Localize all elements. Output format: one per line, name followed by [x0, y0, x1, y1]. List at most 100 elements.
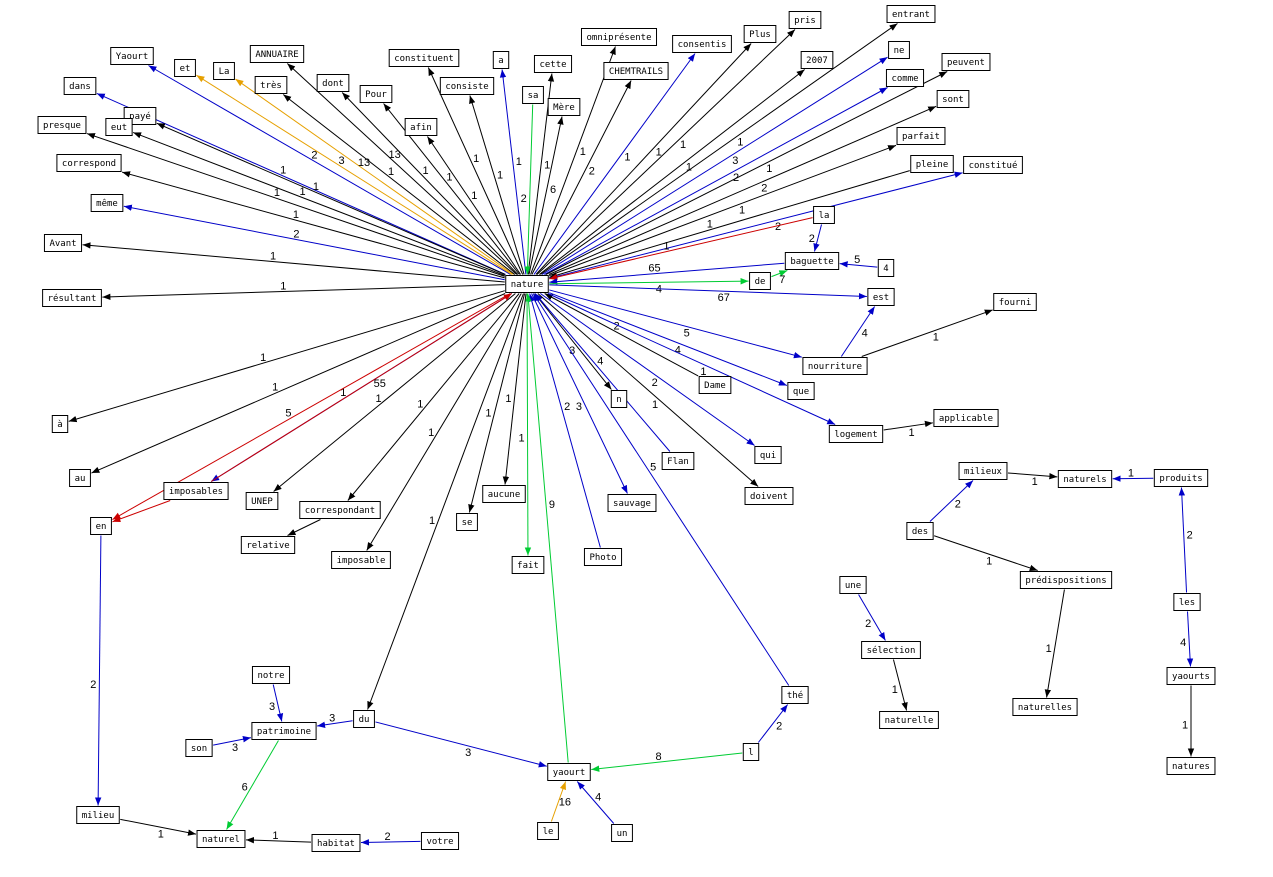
- node-dame[interactable]: Dame: [698, 376, 732, 394]
- node-sauvage[interactable]: sauvage: [607, 494, 657, 512]
- node-y2007[interactable]: 2007: [800, 51, 834, 69]
- node-baguette[interactable]: baguette: [784, 252, 840, 270]
- edge-milieux-to-naturels: [1007, 472, 1058, 480]
- node-the[interactable]: thé: [781, 686, 809, 704]
- node-resultant[interactable]: résultant: [42, 289, 102, 307]
- node-consentis[interactable]: consentis: [672, 35, 732, 53]
- node-flan[interactable]: Flan: [661, 452, 695, 470]
- node-naturelles[interactable]: naturelles: [1012, 698, 1078, 716]
- node-qui[interactable]: qui: [754, 446, 782, 464]
- node-omnipresente[interactable]: omniprésente: [580, 28, 658, 46]
- node-se[interactable]: se: [456, 513, 478, 531]
- node-box: [885, 69, 925, 87]
- node-cette[interactable]: cette: [533, 55, 573, 73]
- node-imposable[interactable]: imposable: [331, 551, 391, 569]
- node-yaourt_cap[interactable]: Yaourt: [110, 47, 154, 65]
- node-logement[interactable]: logement: [828, 425, 884, 443]
- node-entrant[interactable]: entrant: [886, 5, 936, 23]
- node-des[interactable]: des: [906, 522, 934, 540]
- node-plus[interactable]: Plus: [743, 25, 777, 43]
- node-doivent[interactable]: doivent: [744, 487, 794, 505]
- edge-nature-to-constitue: [549, 171, 963, 279]
- node-aucune[interactable]: aucune: [482, 485, 526, 503]
- node-sa[interactable]: sa: [522, 86, 544, 104]
- node-une[interactable]: une: [839, 576, 867, 594]
- node-naturel[interactable]: naturel: [196, 830, 246, 848]
- node-yaourt[interactable]: yaourt: [547, 763, 591, 781]
- node-naturelle[interactable]: naturelle: [879, 711, 939, 729]
- edge-weight-label: 2: [775, 221, 781, 233]
- node-nature[interactable]: nature: [505, 275, 549, 293]
- node-parfait[interactable]: parfait: [896, 127, 946, 145]
- node-mere[interactable]: Mère: [547, 98, 581, 116]
- node-patrimoine[interactable]: patrimoine: [251, 722, 317, 740]
- node-les[interactable]: les: [1173, 593, 1201, 611]
- node-eut[interactable]: eut: [105, 118, 133, 136]
- node-natures[interactable]: natures: [1166, 757, 1216, 775]
- node-de[interactable]: de: [749, 272, 771, 290]
- node-tres[interactable]: très: [254, 76, 288, 94]
- node-un[interactable]: un: [611, 824, 633, 842]
- node-en[interactable]: en: [90, 517, 112, 535]
- node-correspondant[interactable]: correspondant: [299, 501, 381, 519]
- node-applicable[interactable]: applicable: [933, 409, 999, 427]
- node-la[interactable]: la: [813, 206, 835, 224]
- node-relative[interactable]: relative: [240, 536, 296, 554]
- node-pris[interactable]: pris: [788, 11, 822, 29]
- node-habitat[interactable]: habitat: [311, 834, 361, 852]
- node-photo[interactable]: Photo: [583, 548, 623, 566]
- node-box: [828, 425, 884, 443]
- node-meme[interactable]: même: [90, 194, 124, 212]
- node-presque[interactable]: presque: [37, 116, 87, 134]
- node-notre[interactable]: notre: [251, 666, 291, 684]
- node-label: comme: [891, 74, 918, 84]
- node-produits[interactable]: produits: [1153, 469, 1209, 487]
- node-nourriture[interactable]: nourriture: [802, 357, 868, 375]
- node-milieu[interactable]: milieu: [76, 806, 120, 824]
- node-et[interactable]: et: [174, 59, 196, 77]
- node-le[interactable]: le: [537, 822, 559, 840]
- node-label: un: [617, 829, 628, 839]
- node-chemtrails[interactable]: CHEMTRAILS: [603, 62, 669, 80]
- node-milieux[interactable]: milieux: [958, 462, 1008, 480]
- node-box: [661, 452, 695, 470]
- node-a[interactable]: a: [492, 51, 510, 69]
- node-correspond[interactable]: correspond: [56, 154, 122, 172]
- node-comme[interactable]: comme: [885, 69, 925, 87]
- node-annuaire[interactable]: ANNUAIRE: [249, 45, 305, 63]
- node-n[interactable]: n: [610, 390, 628, 408]
- node-la_cap[interactable]: La: [213, 62, 235, 80]
- node-l[interactable]: l: [742, 743, 760, 761]
- node-a_grave[interactable]: à: [51, 415, 69, 433]
- node-votre[interactable]: votre: [420, 832, 460, 850]
- node-fourni[interactable]: fourni: [993, 293, 1037, 311]
- node-ne[interactable]: ne: [888, 41, 910, 59]
- edge-weight-label: 1: [680, 139, 686, 151]
- node-unep[interactable]: UNEP: [245, 492, 279, 510]
- node-imposables[interactable]: imposables: [163, 482, 229, 500]
- node-consiste[interactable]: consiste: [439, 77, 495, 95]
- node-peuvent[interactable]: peuvent: [941, 53, 991, 71]
- node-dont[interactable]: dont: [316, 74, 350, 92]
- node-sont[interactable]: sont: [936, 90, 970, 108]
- node-fait[interactable]: fait: [511, 556, 545, 574]
- node-constituent[interactable]: constituent: [388, 49, 460, 67]
- node-pour[interactable]: Pour: [359, 85, 393, 103]
- node-constitue[interactable]: constitué: [963, 156, 1023, 174]
- node-dans[interactable]: dans: [63, 77, 97, 95]
- node-box: [254, 76, 288, 94]
- node-predispositions[interactable]: prédispositions: [1019, 571, 1113, 589]
- node-est[interactable]: est: [867, 288, 895, 306]
- node-pleine[interactable]: pleine: [910, 155, 954, 173]
- node-son[interactable]: son: [185, 739, 213, 757]
- node-au[interactable]: au: [69, 469, 91, 487]
- node-selection[interactable]: sélection: [861, 641, 921, 659]
- node-que[interactable]: que: [787, 382, 815, 400]
- node-du[interactable]: du: [353, 710, 375, 728]
- edge-nature-to-se: [468, 293, 526, 513]
- node-avant[interactable]: Avant: [43, 234, 83, 252]
- node-n4[interactable]: 4: [877, 259, 895, 277]
- node-afin[interactable]: afin: [404, 118, 438, 136]
- node-naturels[interactable]: naturels: [1057, 470, 1113, 488]
- node-yaourts[interactable]: yaourts: [1166, 667, 1216, 685]
